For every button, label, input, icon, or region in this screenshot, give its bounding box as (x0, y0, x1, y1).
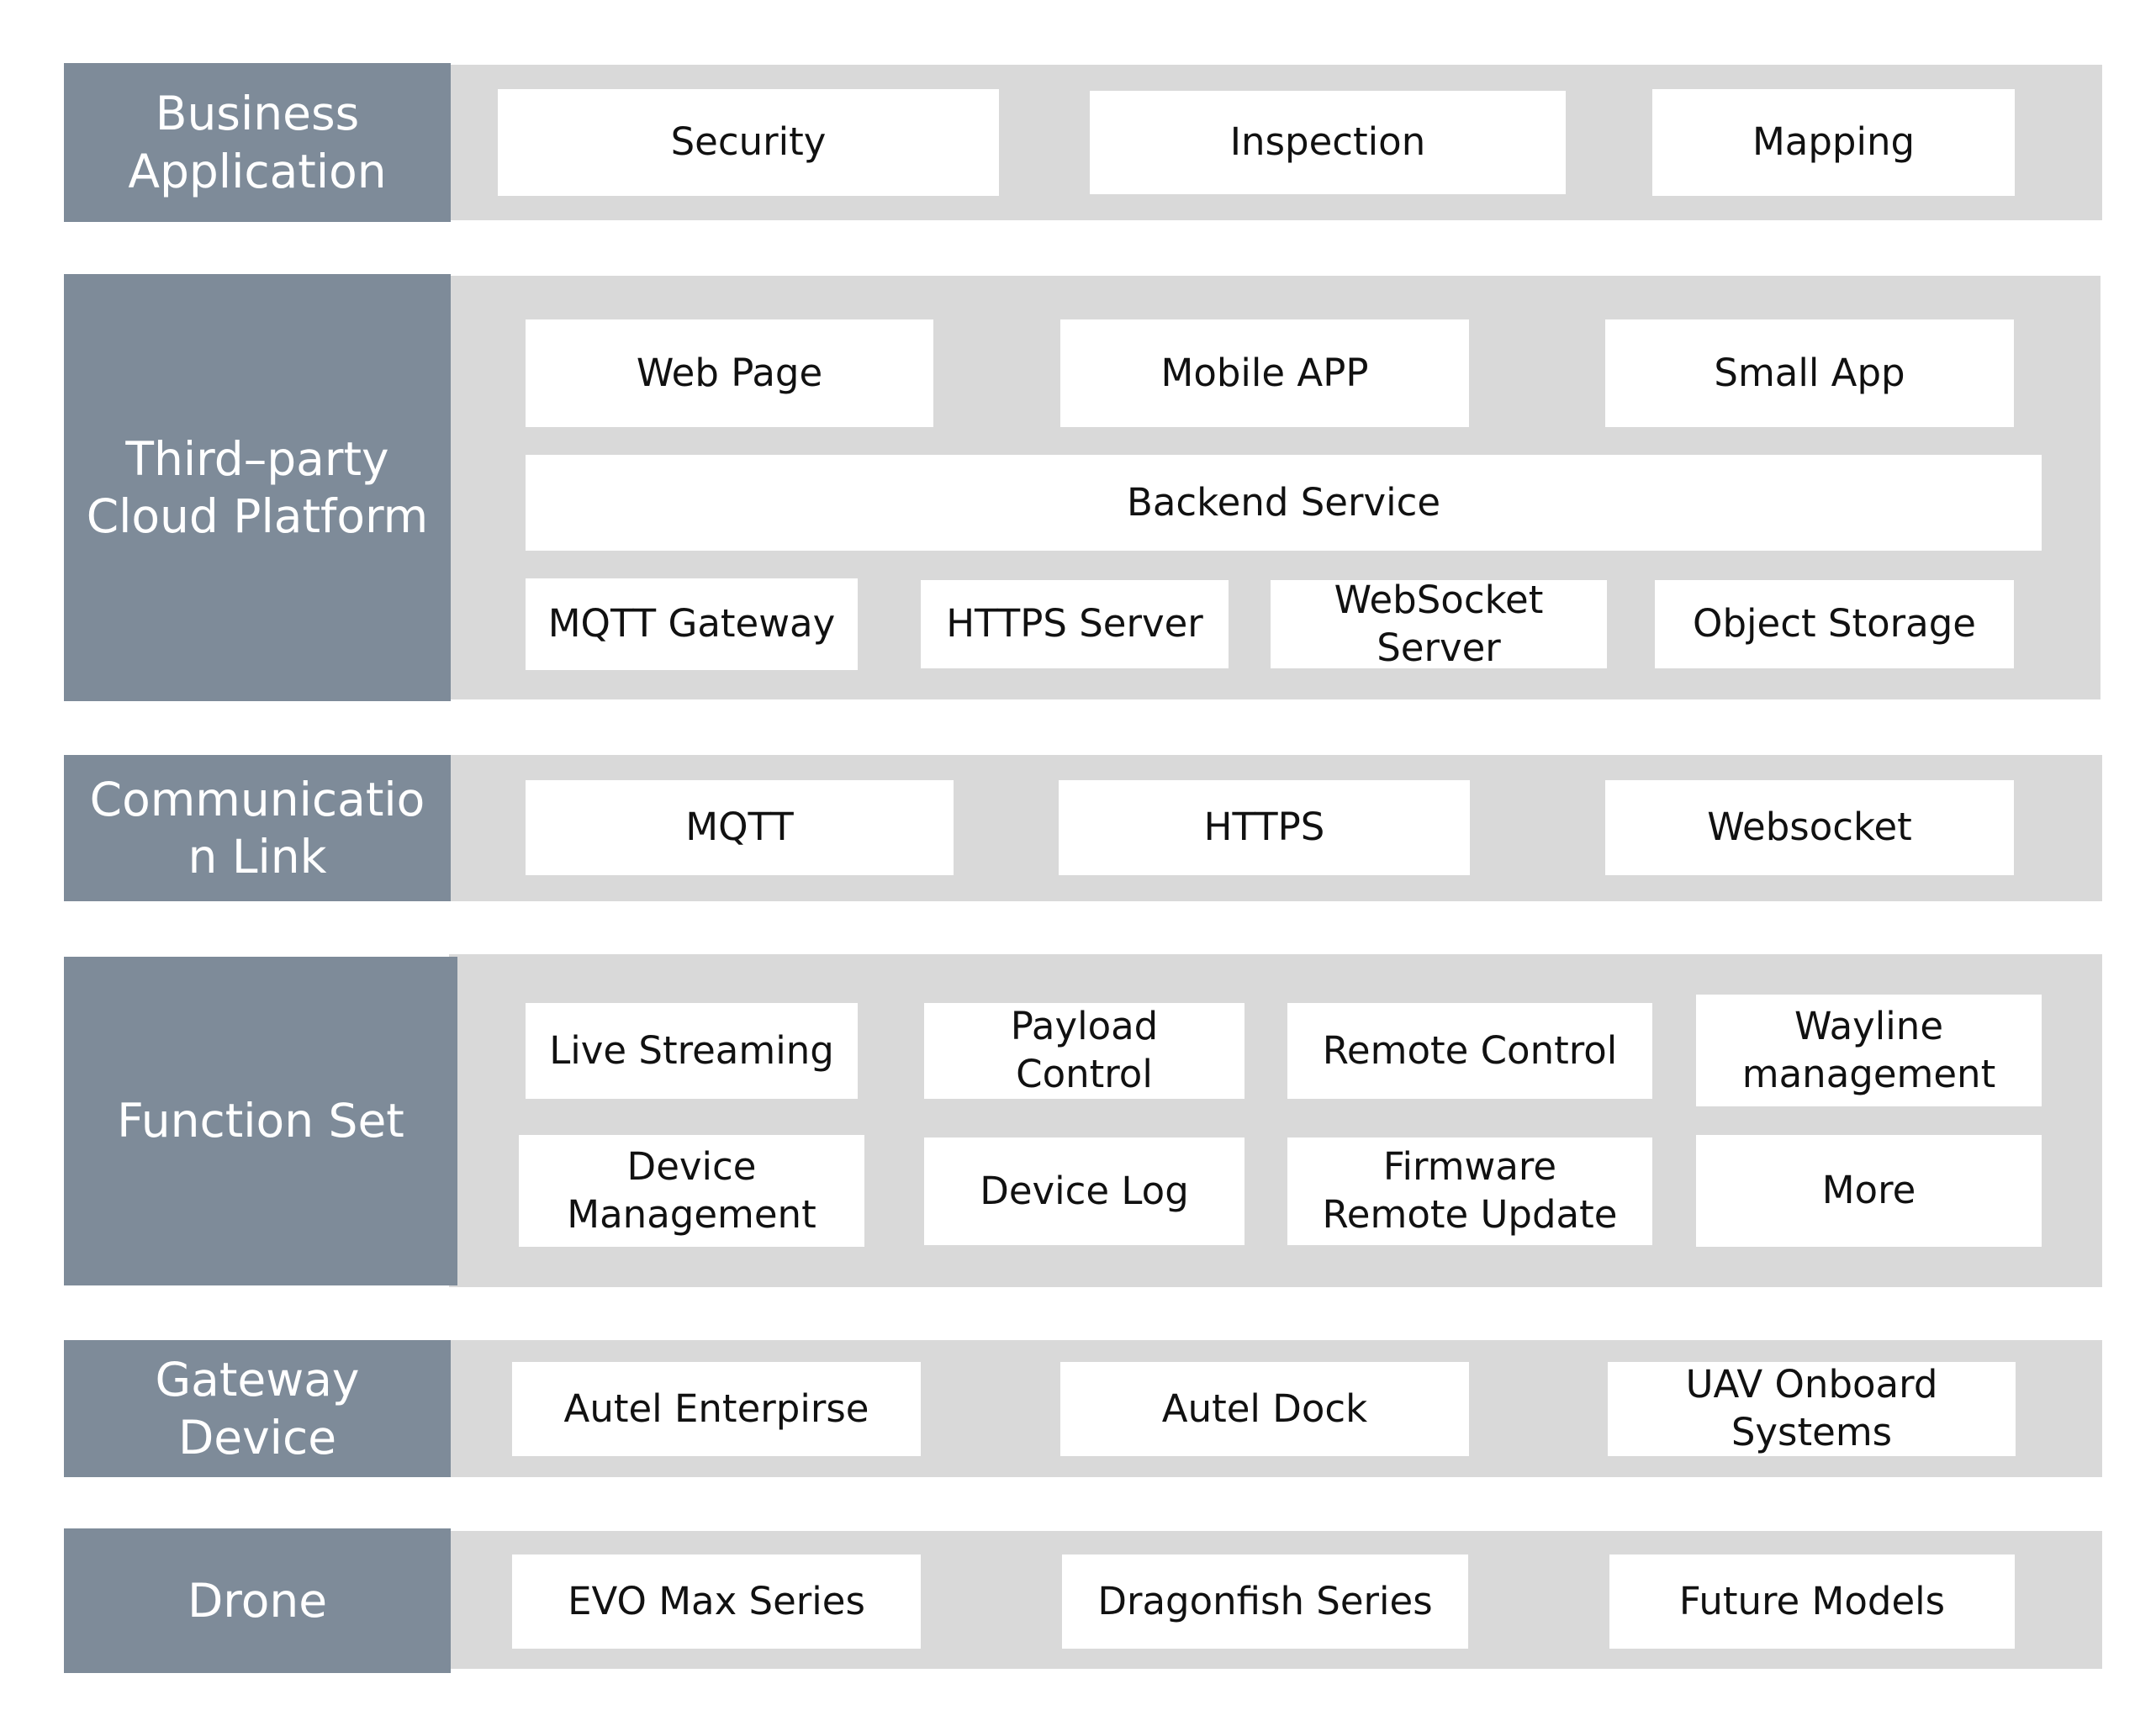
mobile-app-box: Mobile APP (1060, 319, 1469, 427)
live-streaming-box: Live Streaming (526, 1003, 858, 1099)
autel-dock-box: Autel Dock (1060, 1362, 1469, 1456)
small-app-box: Small App (1605, 319, 2014, 427)
object-storage-box: Object Storage (1655, 580, 2014, 668)
uav-onboard-systems-box: UAV Onboard Systems (1608, 1362, 2016, 1456)
autel-enterprise-box: Autel Enterpirse (512, 1362, 921, 1456)
mqtt-gateway-box: MQTT Gateway (526, 578, 858, 670)
mqtt-box: MQTT (526, 780, 954, 875)
gateway-device-label: Gateway Device (64, 1340, 451, 1477)
mapping-box: Mapping (1652, 89, 2015, 196)
inspection-box: Inspection (1090, 91, 1566, 194)
device-log-box: Device Log (924, 1137, 1244, 1245)
wayline-management-box: Wayline management (1696, 995, 2042, 1106)
drone-label: Drone (64, 1528, 451, 1673)
future-models-box: Future Models (1609, 1554, 2015, 1649)
https-box: HTTPS (1059, 780, 1470, 875)
https-server-box: HTTPS Server (921, 580, 1229, 668)
dragonfish-series-box: Dragonfish Series (1062, 1554, 1468, 1649)
payload-control-box: Payload Control (924, 1003, 1244, 1099)
security-box: Security (498, 89, 999, 196)
communication-link-label: Communicatio n Link (64, 755, 451, 901)
evo-max-series-box: EVO Max Series (512, 1554, 921, 1649)
business-application-label: Business Application (64, 63, 451, 222)
backend-service-box: Backend Service (526, 455, 2042, 551)
websocket-box: Websocket (1605, 780, 2014, 875)
device-management-box: Device Management (519, 1135, 864, 1247)
more-box: More (1696, 1135, 2042, 1247)
websocket-server-box: WebSocket Server (1271, 578, 1607, 670)
function-set-label: Function Set (64, 957, 457, 1285)
cloud-platform-label: Third–party Cloud Platform (64, 274, 451, 701)
remote-control-box: Remote Control (1287, 1003, 1652, 1099)
web-page-box: Web Page (526, 319, 933, 427)
firmware-remote-update-box: Firmware Remote Update (1287, 1137, 1652, 1245)
